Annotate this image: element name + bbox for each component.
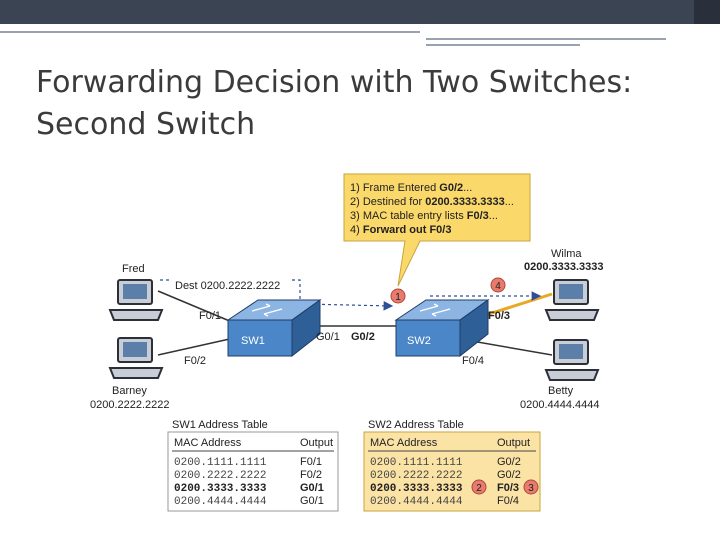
sw1-row-4-output: G0/1 xyxy=(300,495,324,507)
pc-barney-icon xyxy=(108,337,164,379)
switch-sw1-icon: SW1 xyxy=(226,299,322,358)
sw1-row-3-output: G0/1 xyxy=(300,482,324,494)
frame-label: Dest 0200.2222.2222 xyxy=(170,277,290,293)
sw2-row-1-mac: 0200.1111.1111 xyxy=(370,457,463,469)
sw2-table-header-output: Output xyxy=(497,437,530,449)
callout-line-4: 4) Forward out F0/3 xyxy=(350,224,451,236)
cable-fred-sw1 xyxy=(157,290,233,323)
host-wilma-mac: 0200.3333.3333 xyxy=(524,261,604,273)
top-bar xyxy=(0,0,720,24)
sw1-address-table: SW1 Address Table MAC Address Output 020… xyxy=(167,419,339,512)
host-betty-mac: 0200.4444.4444 xyxy=(520,399,600,411)
cable-sw2-betty xyxy=(465,339,553,356)
sw2-address-table: SW2 Address Table MAC Address Output 020… xyxy=(363,419,541,512)
callout-line-2: 2) Destined for 0200.3333.3333... xyxy=(350,196,514,208)
sw2-row-3-output: F0/3 xyxy=(497,482,519,494)
header-rule-short xyxy=(426,44,580,46)
port-sw1-g01: G0/1 xyxy=(316,331,340,343)
sw1-table-title: SW1 Address Table xyxy=(172,419,268,431)
svg-text:1: 1 xyxy=(395,292,401,303)
header-rule-left xyxy=(0,31,420,33)
host-wilma-name: Wilma xyxy=(551,248,582,260)
switch-sw1-label: SW1 xyxy=(241,335,265,347)
header-rule-mid xyxy=(426,38,666,40)
port-sw2-f03: F0/3 xyxy=(488,310,510,322)
callout-line-1: 1) Frame Entered G0/2... xyxy=(350,182,472,194)
sw2-table-header-mac: MAC Address xyxy=(370,437,438,449)
sw1-table-header-mac: MAC Address xyxy=(174,437,242,449)
host-fred-name: Fred xyxy=(122,263,145,275)
svg-text:3: 3 xyxy=(528,483,534,494)
cables xyxy=(157,290,553,356)
sw2-table-title: SW2 Address Table xyxy=(368,419,464,431)
sw2-row-4-output: F0/4 xyxy=(497,495,519,507)
port-sw2-g02: G0/2 xyxy=(351,331,375,343)
sw1-row-1-output: F0/1 xyxy=(300,456,322,468)
host-barney-name: Barney xyxy=(112,385,147,397)
port-sw1-f02: F0/2 xyxy=(184,355,206,367)
slide-title-line-2: Second Switch xyxy=(36,107,256,142)
host-betty-name: Betty xyxy=(548,385,574,397)
slide-title: Forwarding Decision with Two Switches: S… xyxy=(36,62,696,146)
svg-text:2: 2 xyxy=(476,483,482,494)
step-badge-1: 1 xyxy=(390,288,406,304)
port-sw2-f04: F0/4 xyxy=(462,355,484,367)
sw1-row-2-mac: 0200.2222.2222 xyxy=(174,470,266,482)
pc-fred-icon xyxy=(108,279,164,321)
cable-barney-sw1 xyxy=(157,337,235,356)
sw2-row-3-mac: 0200.3333.3333 xyxy=(370,483,463,495)
switch-sw2-label: SW2 xyxy=(407,335,431,347)
frame-label-text: Dest 0200.2222.2222 xyxy=(175,280,280,292)
top-bar-accent xyxy=(694,0,720,24)
step-badge-4: 4 xyxy=(490,277,506,293)
pc-wilma-icon xyxy=(544,279,600,321)
sw1-row-1-mac: 0200.1111.1111 xyxy=(174,457,267,469)
callout-line-3: 3) MAC table entry lists F0/3... xyxy=(350,210,498,222)
sw2-row-4-mac: 0200.4444.4444 xyxy=(370,496,463,508)
pc-betty-icon xyxy=(544,339,600,381)
host-barney-mac: 0200.2222.2222 xyxy=(90,399,170,411)
sw1-row-3-mac: 0200.3333.3333 xyxy=(174,483,267,495)
sw1-table-header-output: Output xyxy=(300,437,333,449)
slide-title-line-1: Forwarding Decision with Two Switches: xyxy=(36,65,633,100)
svg-text:4: 4 xyxy=(495,281,501,292)
port-sw1-f01: F0/1 xyxy=(199,310,221,322)
switch-sw2-icon: SW2 xyxy=(394,299,490,358)
sw1-row-2-output: F0/2 xyxy=(300,469,322,481)
sw2-row-2-mac: 0200.2222.2222 xyxy=(370,470,462,482)
sw2-row-1-output: G0/2 xyxy=(497,456,521,468)
step-badge-3: 3 xyxy=(523,479,539,495)
sw2-row-2-output: G0/2 xyxy=(497,469,521,481)
step-badge-2: 2 xyxy=(471,479,487,495)
decision-callout: 1) Frame Entered G0/2... 2) Destined for… xyxy=(343,173,531,287)
sw1-row-4-mac: 0200.4444.4444 xyxy=(174,496,267,508)
